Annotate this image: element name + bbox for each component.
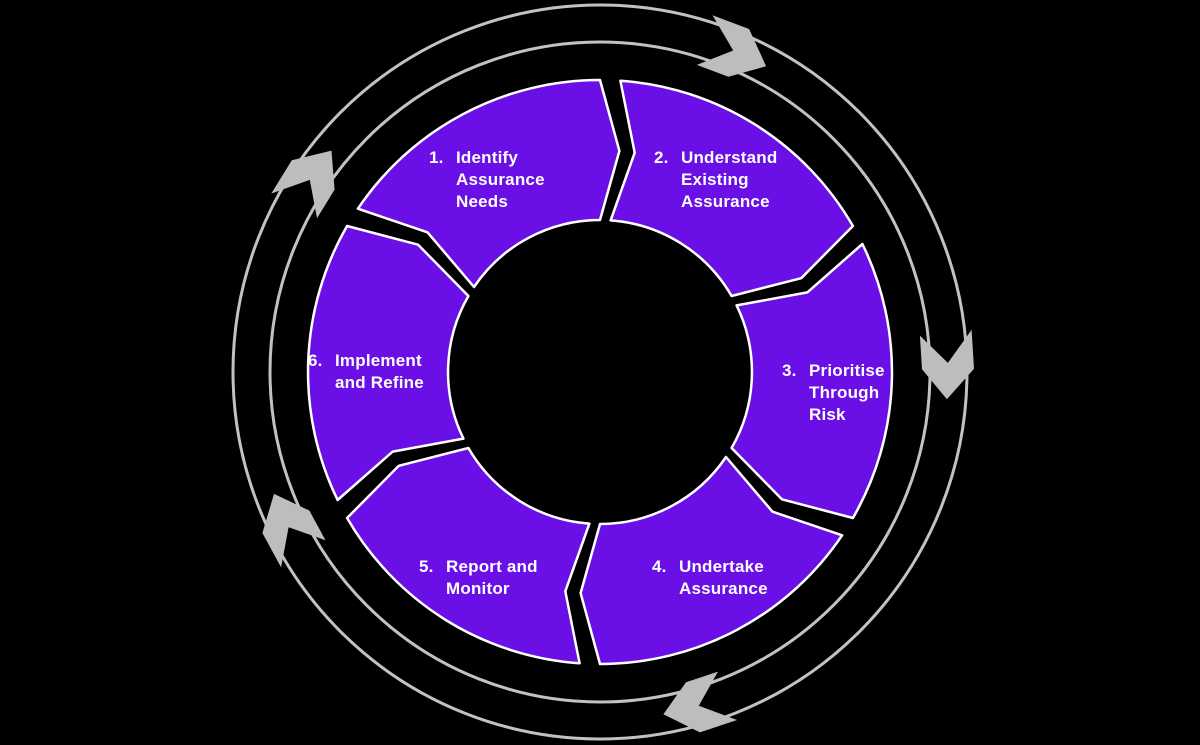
segment-1-shape xyxy=(356,78,621,289)
segment-3-shape xyxy=(730,242,894,520)
clockwise-arrow-icon xyxy=(919,329,974,400)
segment-6-shape xyxy=(306,224,470,502)
clockwise-arrow-icon xyxy=(262,493,326,568)
clockwise-arrow-icon xyxy=(663,671,738,733)
segment-group xyxy=(306,78,894,666)
segment-5-shape xyxy=(345,446,591,665)
clockwise-arrow-icon xyxy=(271,150,335,219)
segment-4-shape xyxy=(579,455,844,666)
clockwise-arrow-icon xyxy=(696,15,767,77)
segment-2-shape xyxy=(609,79,855,298)
